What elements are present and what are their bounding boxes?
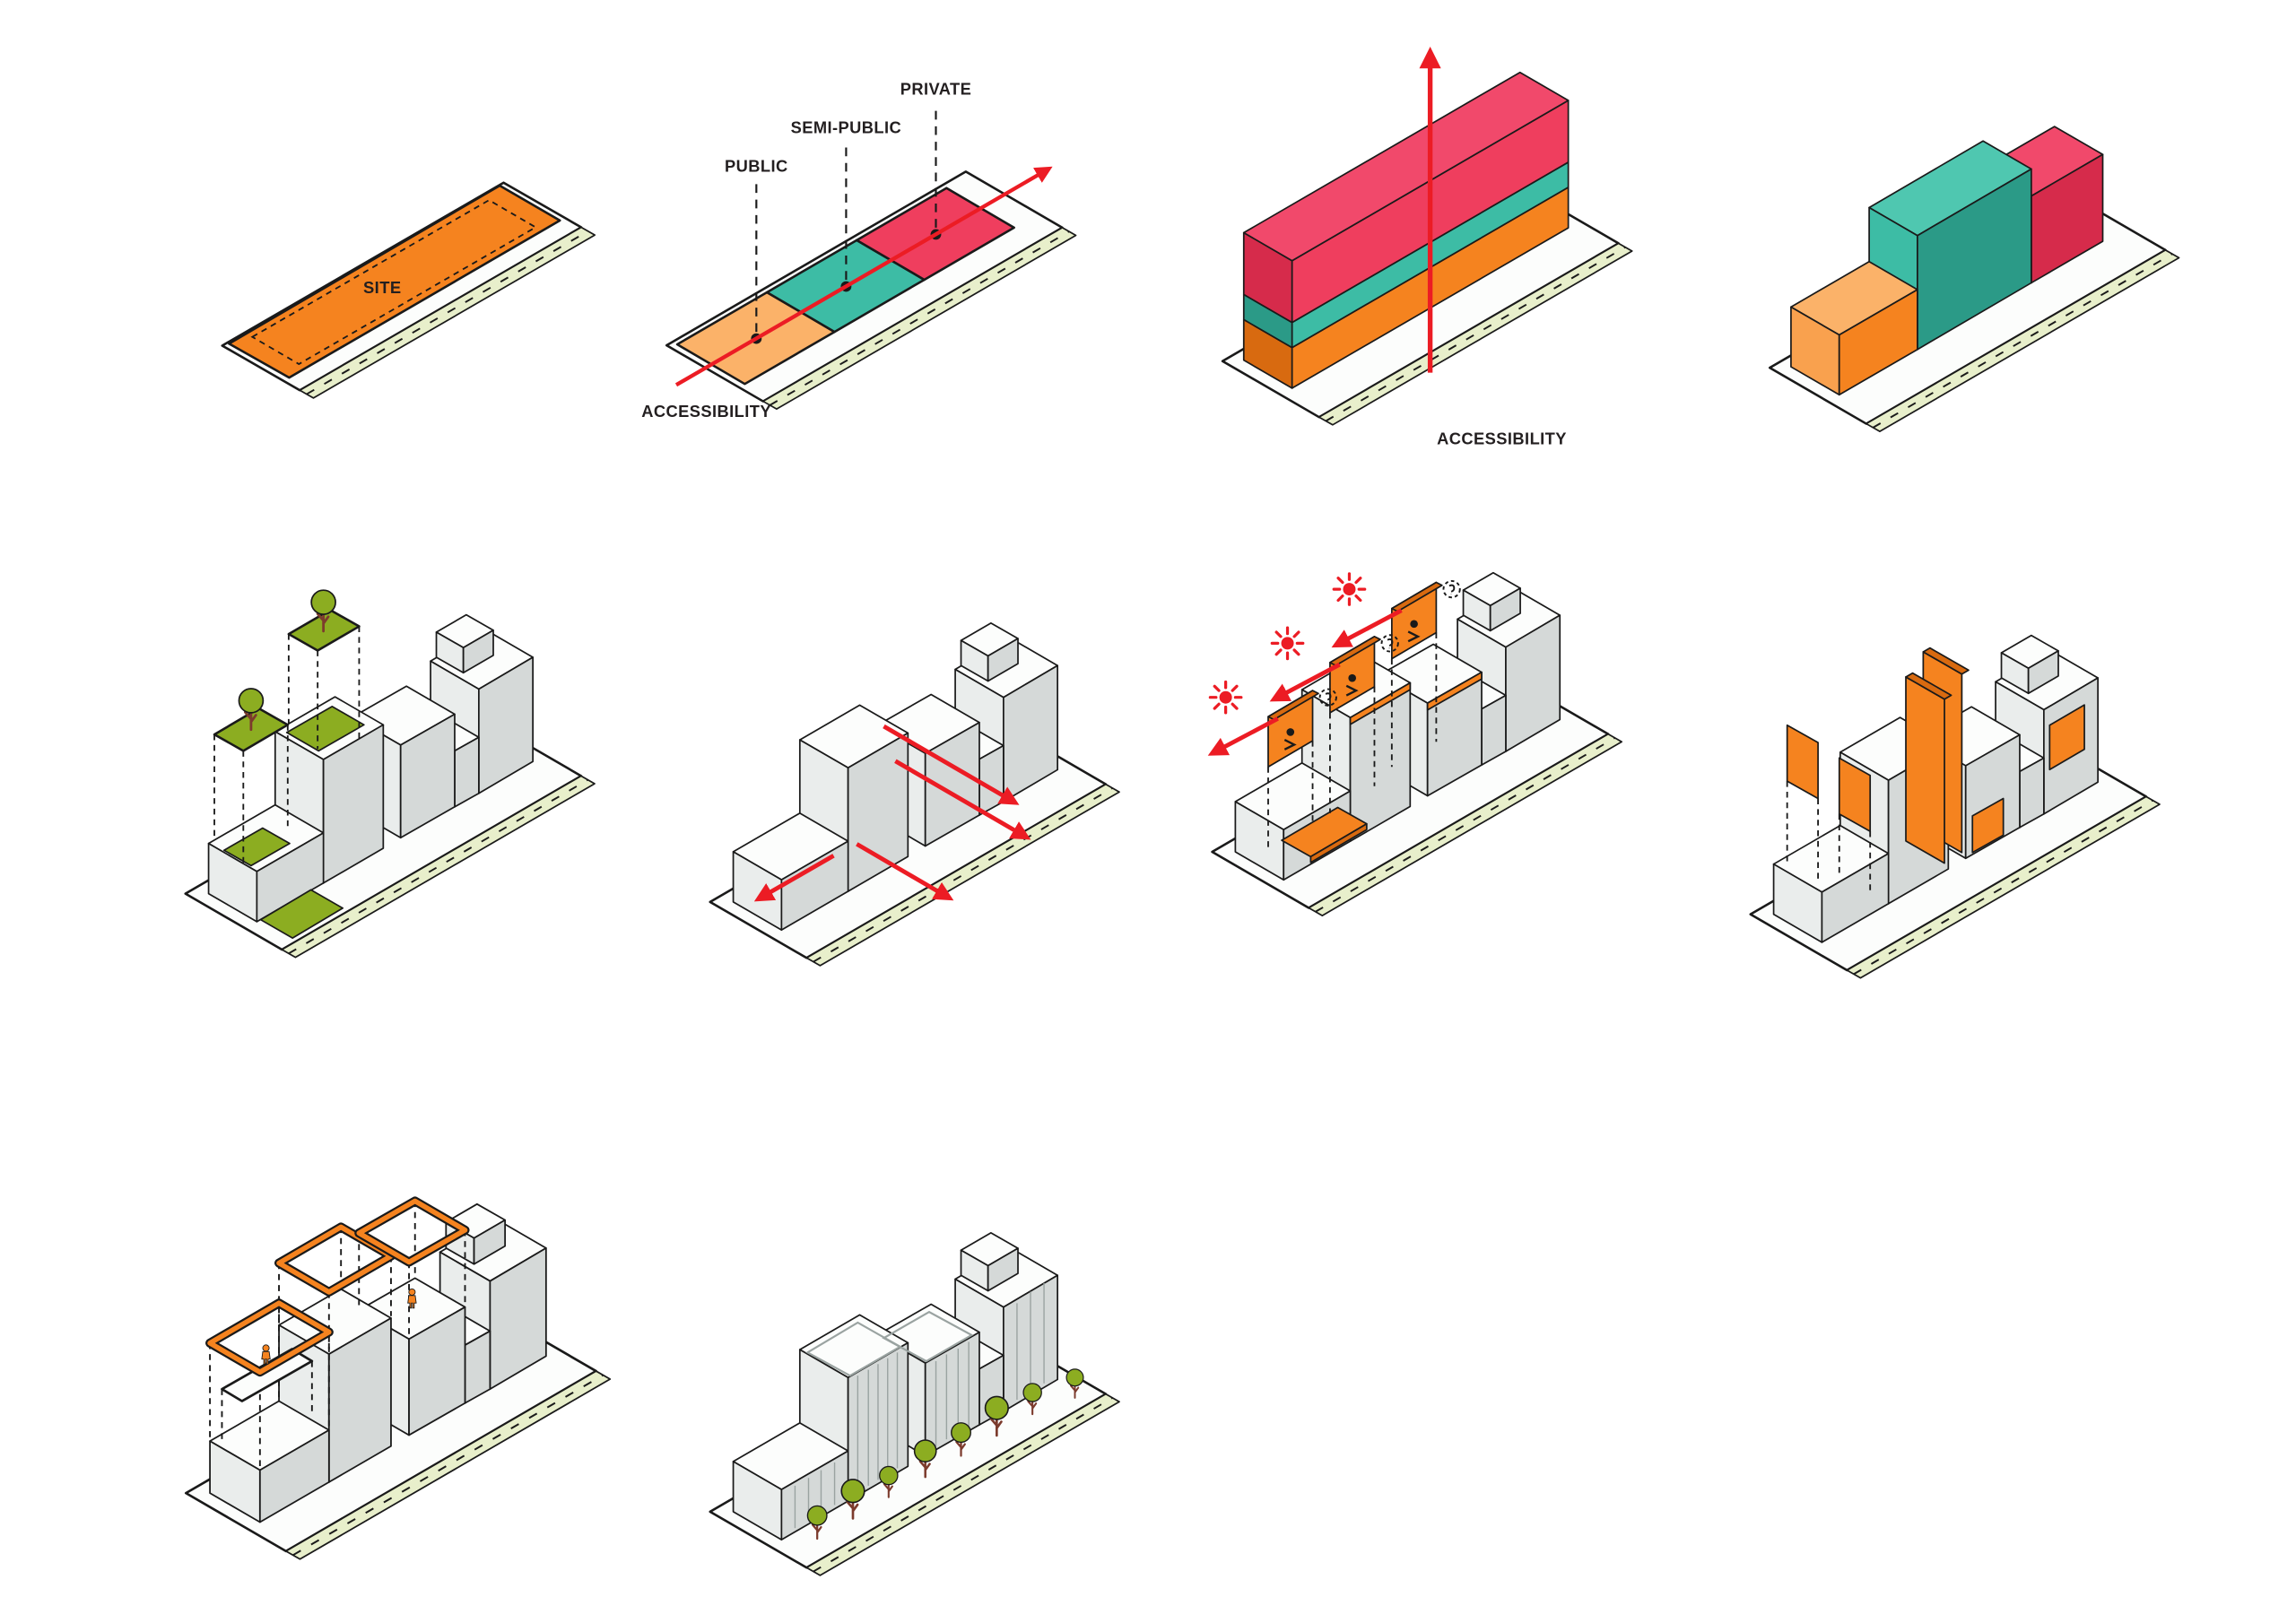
view-arrows (753, 724, 1031, 902)
dashed-circle-icon (1442, 579, 1461, 599)
diagram-program-massing (1768, 126, 2180, 433)
sun-icon (1332, 572, 1367, 606)
diagram-sun-shading-panels (1207, 571, 1623, 917)
view-arrow-middle (894, 759, 1031, 840)
site-boundary-dashed (250, 199, 538, 366)
public-block (1790, 260, 1918, 396)
facade-panel-right (2048, 704, 2085, 771)
diagram-facade-fins (1749, 634, 2161, 979)
shading-panel-2 (1329, 635, 1381, 714)
entry-canopy (1281, 806, 1368, 864)
private-label: PRIVATE (900, 79, 972, 98)
roof-green-patch-low (222, 827, 291, 867)
roof-orange-strip-left (1349, 681, 1412, 725)
accessibility-label: ACCESSIBILITY (641, 402, 771, 421)
ground-green-patch (259, 889, 344, 939)
view-arrow-left (753, 854, 835, 902)
diagram-accessibility-gradient: PUBLIC SEMI-PUBLIC PRIVATE ACCESSIBILITY (641, 79, 1077, 421)
sun-ray-arrow-1 (1207, 716, 1279, 756)
building-massing (709, 621, 1121, 968)
accessibility-label: ACCESSIBILITY (1437, 429, 1567, 447)
diagram-final-building (709, 1231, 1121, 1577)
view-arrow-upper (883, 724, 1020, 805)
shading-panel-3 (1390, 581, 1443, 660)
facade-panel-center (1971, 797, 2005, 854)
building-massing (709, 1231, 1121, 1577)
sun-ray-arrow-3 (1331, 608, 1403, 648)
site-label: SITE (363, 278, 402, 297)
roof-terrace-frame-right (882, 1310, 974, 1363)
tall-fin-front (1905, 672, 1952, 864)
accessibility-arrow (674, 166, 1053, 387)
semi-public-label: SEMI-PUBLIC (791, 117, 902, 136)
floating-panel-mid (1838, 757, 1872, 832)
projection-lines (1786, 781, 1872, 896)
roof-frame-high (354, 1196, 470, 1267)
site-plate (228, 184, 561, 379)
diagram-green-terraces (184, 588, 596, 959)
roof-orange-strip-right (1426, 671, 1483, 711)
diagram-roof-frames (184, 1196, 612, 1561)
diagram-massing-extrusion: ACCESSIBILITY (1221, 47, 1633, 447)
facade-mullions (794, 1282, 1045, 1529)
view-arrow-lower (856, 842, 954, 901)
floating-panel-left (1786, 724, 1819, 800)
diagram-site: SITE (221, 181, 596, 399)
sun-icon (1208, 680, 1243, 715)
sun-ray-arrow-2 (1269, 662, 1341, 702)
sun-icon (1270, 626, 1305, 661)
projection-lines (213, 626, 361, 864)
roof-frame-low (205, 1298, 334, 1377)
shading-panel-1 (1267, 690, 1319, 768)
diagram-view-corridors (709, 621, 1121, 968)
public-label: PUBLIC (725, 156, 788, 175)
building-massing (184, 613, 596, 959)
